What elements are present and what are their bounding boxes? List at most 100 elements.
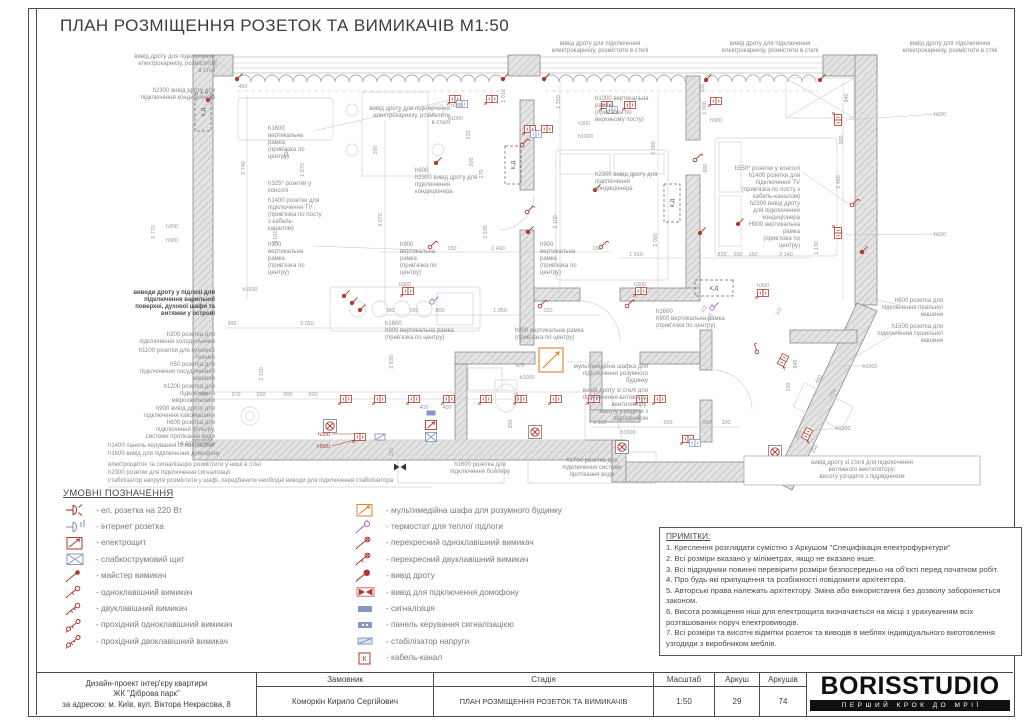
legend-label: - вивід дроту (386, 571, 435, 581)
plan-symbol-s (598, 101, 613, 112)
plan-dimension: 100 (213, 60, 219, 69)
plan-dimension: 900 (703, 164, 709, 173)
plan-dimension: 500 (839, 136, 845, 145)
legend-label: - вивід для підключення домофону (386, 587, 519, 597)
studio-logo: BORISSTUDIO ПЕРШИЙ КРОК ДО МРІЇ (806, 673, 1013, 716)
svg-text:К.Д: К.Д (201, 108, 207, 117)
plan-symbol-s (547, 395, 562, 406)
plan-symbol-wo (703, 74, 712, 83)
plan-dimension: h300 (757, 283, 769, 289)
client-value: Коморкін Кирило Сергійович (291, 697, 399, 706)
plan-dimension: 1 350 (493, 308, 507, 314)
plan-dimension: h1600 (243, 287, 258, 293)
legend-item: - ел. розетка на 220 Вт (64, 502, 233, 518)
plan-dimension: 2 110 (593, 420, 606, 426)
plan-dimension: 250 (810, 444, 820, 455)
plan-symbol-wo (205, 94, 214, 103)
sw-pass-1-icon (65, 618, 81, 633)
legend-label: - інтернет розетка (96, 522, 164, 532)
legend-label: - панель керування сигналізацією (386, 620, 514, 630)
legend-label: - перехресний одноклавішний вимикач (386, 538, 534, 548)
plan-symbol-vent (323, 419, 337, 433)
plan-dimension: 900 (228, 321, 237, 327)
plan-dimension: 100 (722, 420, 731, 426)
legend-label: - прохідний одноклавішний вимикач (96, 620, 233, 630)
legend-item: - вивід для підключення домофону (354, 584, 562, 600)
legend-label: - кабель-канал (386, 653, 443, 663)
legend-label: - сигналізіція (386, 604, 435, 614)
note-line: 3. Всі підрядники повинні перевірити роз… (666, 564, 999, 574)
plan-dimension: 2 050 (653, 233, 659, 247)
logo-text: BORISSTUDIO (820, 672, 1000, 700)
legend-label: - прохідний двоклавішний вимикач (96, 636, 228, 646)
scale-label: Масштаб (654, 673, 714, 687)
plan-symbol-sw (624, 299, 636, 309)
plan-dimension: 150 (544, 308, 553, 314)
legend-item: - інтернет розетка (64, 518, 233, 534)
legend-label: - термостат для теплої підлоги (386, 522, 503, 532)
client-label: Замовник (257, 673, 433, 687)
plan-dimension: 3 070 (378, 213, 384, 227)
plan-symbol-s (776, 352, 790, 370)
svg-text:К: К (362, 656, 367, 663)
plan-symbol-wo (500, 73, 509, 82)
legend-item: К - кабель-канал (354, 650, 562, 666)
plan-symbol-s (632, 287, 647, 298)
note-line: 5. Авторські права належать архітектору.… (666, 585, 1001, 606)
legend-column-1: - ел. розетка на 220 Вт - інтернет розетк… (64, 502, 233, 650)
legend-item: - одноклавішний вимикач (64, 584, 233, 600)
plan-dimension: 1 910 (629, 252, 643, 258)
plan-dimension: 200 (794, 430, 804, 441)
plan-symbol-th (709, 302, 719, 311)
plan-symbol-wo (341, 290, 350, 299)
scale-value: 1:50 (676, 697, 692, 706)
plan-dimension: 1 070 (300, 163, 306, 177)
plan-dimension: 2 530 (483, 225, 489, 239)
plan-symbol-sw (598, 240, 610, 250)
plan-symbol-sb (456, 100, 468, 108)
project-description: Дизайн-проект інтер'єру квартири ЖК "Діб… (62, 679, 231, 709)
plan-dimension: H900 (317, 444, 330, 450)
sheet-value: 29 (732, 697, 742, 706)
plan-dimension: h300 (399, 282, 411, 288)
plan-dimension: 150 (389, 448, 395, 457)
plan-dimension: h1000 (836, 426, 851, 432)
panel-low-icon (66, 553, 84, 566)
plan-dimension: 2 100 (259, 367, 265, 381)
plan-dimension: 845 (793, 360, 799, 369)
plan-dimension: h900 (710, 118, 722, 124)
sw-cross-2-icon (355, 552, 371, 566)
legend-label: - слабкострумовий щит (96, 554, 185, 564)
plan-dimension: h300 (578, 121, 590, 127)
note-line: 7. Всі розміри та висотні відмітки розет… (666, 628, 996, 648)
legend-label: - двуклавішний вимикач (96, 604, 188, 614)
legend-label: - електрощит (96, 538, 147, 548)
plan-dimension: h1000 (578, 134, 593, 140)
annotation-box (743, 455, 981, 486)
plan-dimension: 2 020 (300, 321, 314, 327)
thermostat-icon (355, 519, 371, 533)
plan-annotation: стабілізатор напруги розмістити у шафі, … (108, 478, 394, 484)
legend-item: - вивід дроту (354, 568, 562, 584)
plan-dimension: 500 (309, 392, 318, 398)
red-leader-lines (331, 433, 355, 447)
plan-dimension: 2 830 (389, 355, 395, 369)
leader-lines (204, 59, 938, 458)
plan-symbol-wo (541, 73, 550, 82)
legend-item: - перехресний двуклавішний вимикач (354, 551, 562, 567)
sw-master-icon (65, 569, 80, 583)
plan-annotation: електрощиток та сигналізацію розмістити … (108, 462, 261, 468)
plan-dimension: 200 (508, 420, 514, 429)
